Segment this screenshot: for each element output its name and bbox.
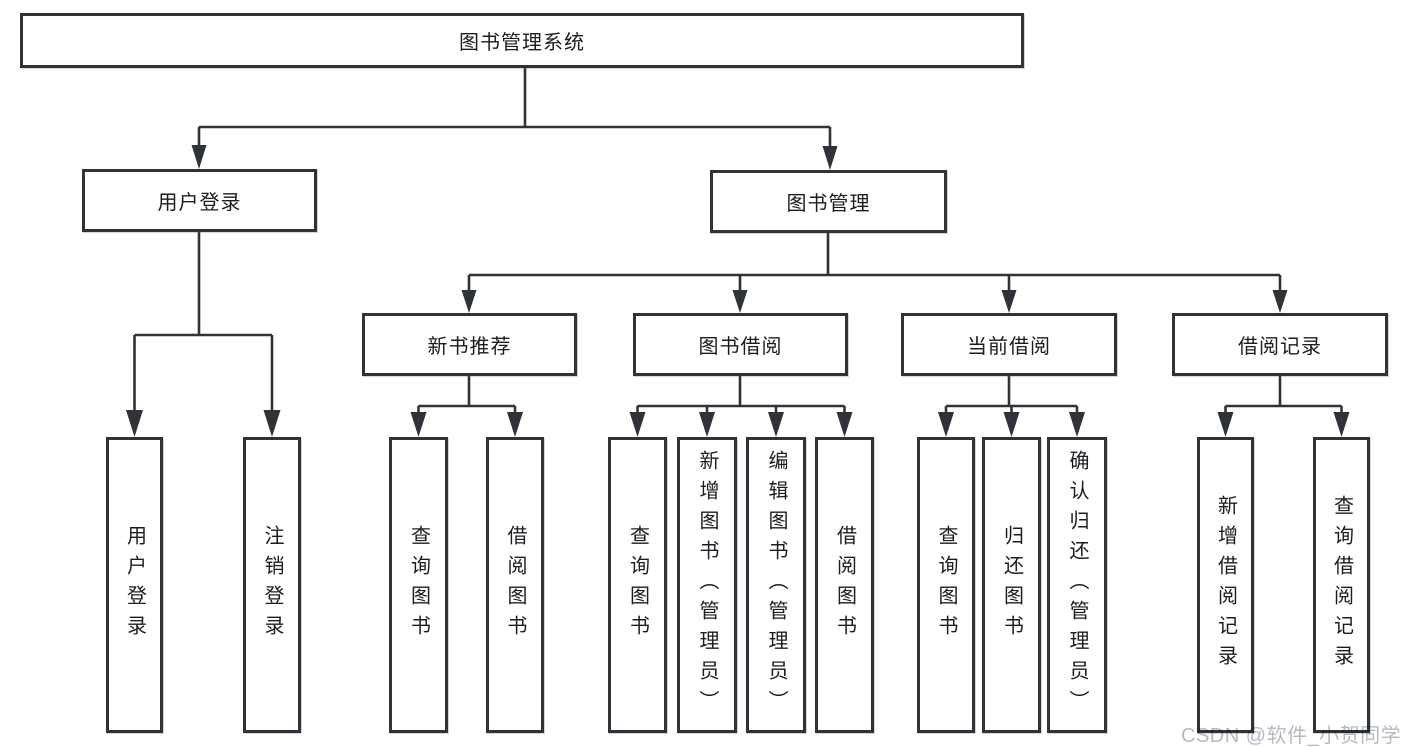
arrow-down-icon bbox=[263, 410, 281, 437]
arrow-down-icon bbox=[629, 412, 646, 437]
node-label: 注销登录 bbox=[261, 525, 283, 645]
node-borrow-books-borrowing: 借阅图书 bbox=[815, 437, 874, 733]
node-label: 当前借阅 bbox=[967, 336, 1051, 358]
node-label: 借阅记录 bbox=[1238, 336, 1322, 358]
branch-book-management bbox=[461, 233, 1288, 313]
branch-current-borrowing bbox=[938, 376, 1085, 437]
node-label: 图书管理 bbox=[786, 193, 871, 215]
node-label: 查询图书 bbox=[935, 525, 957, 645]
node-query-borrow-record: 查询借阅记录 bbox=[1313, 437, 1370, 733]
node-label: 新增图书（管理员） bbox=[696, 450, 718, 720]
node-query-books-recommend: 查询图书 bbox=[389, 437, 448, 733]
node-label: 图书管理系统 bbox=[459, 32, 585, 54]
node-label: 借阅图书 bbox=[504, 525, 526, 645]
csdn-watermark: CSDN @软件_小贺同学 bbox=[1181, 725, 1402, 747]
node-label: 查询借阅记录 bbox=[1330, 495, 1353, 675]
node-book-management: 图书管理 bbox=[710, 170, 947, 233]
arrow-down-icon bbox=[938, 412, 954, 437]
node-label: 归还图书 bbox=[1000, 525, 1023, 645]
arrow-down-icon bbox=[1217, 412, 1234, 437]
branch-user-login bbox=[126, 232, 281, 437]
arrow-down-icon bbox=[1333, 412, 1350, 437]
arrow-down-icon bbox=[822, 146, 838, 170]
branch-borrowing-records bbox=[1217, 376, 1350, 437]
node-user-login: 用户登录 bbox=[82, 169, 317, 232]
node-add-borrow-record: 新增借阅记录 bbox=[1197, 437, 1254, 733]
arrow-down-icon bbox=[410, 412, 427, 437]
arrow-down-icon bbox=[732, 290, 748, 313]
node-query-books-current: 查询图书 bbox=[917, 437, 975, 733]
node-user-login-leaf: 用户登录 bbox=[106, 437, 163, 733]
node-query-books-borrowing: 查询图书 bbox=[608, 437, 667, 733]
node-label: 新增借阅记录 bbox=[1214, 495, 1237, 675]
arrow-down-icon bbox=[126, 410, 143, 437]
node-book-borrowing: 图书借阅 bbox=[633, 313, 848, 376]
node-borrowing-records: 借阅记录 bbox=[1172, 313, 1388, 376]
node-add-books-admin: 新增图书（管理员） bbox=[677, 437, 737, 733]
branch-root bbox=[191, 68, 838, 170]
arrow-down-icon bbox=[507, 412, 523, 437]
arrow-down-icon bbox=[836, 412, 853, 437]
arrow-down-icon bbox=[461, 290, 477, 313]
node-confirm-return-admin: 确认归还（管理员） bbox=[1047, 437, 1107, 733]
node-current-borrowing: 当前借阅 bbox=[901, 313, 1117, 376]
node-return-books: 归还图书 bbox=[982, 437, 1041, 733]
arrow-down-icon bbox=[1272, 290, 1288, 313]
node-label: 确认归还（管理员） bbox=[1066, 450, 1088, 720]
node-label: 用户登录 bbox=[123, 525, 146, 645]
node-label: 用户登录 bbox=[157, 192, 242, 214]
node-label: 查询图书 bbox=[626, 525, 649, 645]
node-label: 图书借阅 bbox=[698, 336, 783, 358]
node-new-book-recommendation: 新书推荐 bbox=[362, 313, 577, 376]
node-borrow-books-recommend: 借阅图书 bbox=[486, 437, 544, 733]
arrow-down-icon bbox=[699, 412, 715, 437]
arrow-down-icon bbox=[768, 412, 784, 437]
node-label: 借阅图书 bbox=[833, 525, 856, 645]
node-label: 新书推荐 bbox=[427, 336, 512, 358]
arrow-down-icon bbox=[191, 145, 207, 169]
node-edit-books-admin: 编辑图书（管理员） bbox=[746, 437, 806, 733]
arrow-down-icon bbox=[1069, 412, 1085, 437]
branch-book-borrowing bbox=[629, 376, 853, 437]
node-library-management-system: 图书管理系统 bbox=[20, 13, 1024, 68]
arrow-down-icon bbox=[1001, 290, 1017, 313]
node-label: 查询图书 bbox=[407, 525, 430, 645]
node-label: 编辑图书（管理员） bbox=[765, 450, 787, 720]
arrow-down-icon bbox=[1003, 412, 1020, 437]
branch-new-book-recommendation bbox=[410, 376, 523, 437]
node-logout-login: 注销登录 bbox=[243, 437, 301, 733]
